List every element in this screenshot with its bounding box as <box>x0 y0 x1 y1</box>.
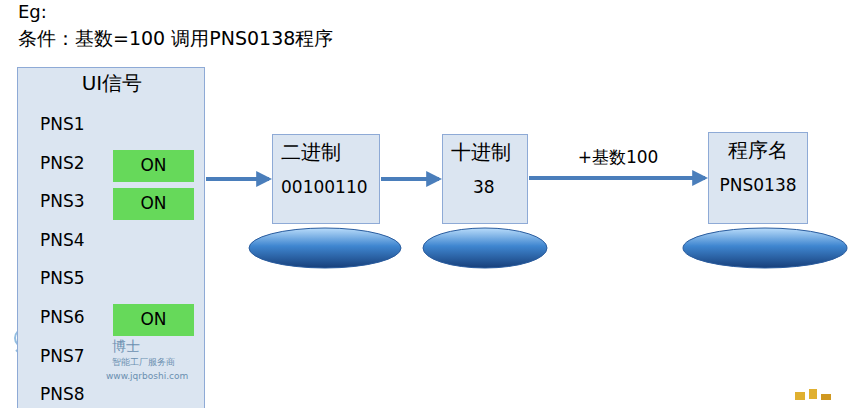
binary-box: 二进制 00100110 <box>272 134 380 224</box>
base-disc <box>683 228 847 268</box>
box-value: PNS0138 <box>719 176 796 196</box>
example-mark: Eg: <box>18 2 47 23</box>
edge-label: +基数100 <box>576 148 661 168</box>
signal-name: PNS7 <box>40 347 85 367</box>
signal-name: PNS6 <box>40 308 85 328</box>
indicator-text: ON <box>140 310 166 330</box>
robot-logo <box>795 389 831 400</box>
signal-name: PNS2 <box>40 154 85 174</box>
box-value: 00100110 <box>281 178 368 198</box>
box-heading: 二进制 <box>281 141 341 164</box>
signal-name: PNS4 <box>40 231 85 251</box>
on-indicator: ON <box>113 188 194 220</box>
indicator-text: ON <box>140 156 166 176</box>
on-indicator: ON <box>113 304 194 336</box>
base-disc <box>423 228 547 268</box>
condition-note: 条件：基数=100 调用PNS0138程序 <box>18 28 333 50</box>
flow-arrow <box>381 177 439 181</box>
decimal-box: 十进制 38 <box>442 134 528 224</box>
base-disc <box>249 228 401 268</box>
signal-panel: UI信号 PNS1PNS2PNS3PNS4PNS5PNS6PNS7PNS8 ON ON… <box>17 67 205 408</box>
signal-name: PNS5 <box>40 269 85 289</box>
box-value: 38 <box>473 178 495 198</box>
program-box: 程序名 PNS0138 <box>708 132 808 224</box>
indicator-text: ON <box>140 194 166 214</box>
signal-name: PNS8 <box>40 385 85 405</box>
flow-arrow <box>206 177 269 181</box>
signal-name: PNS1 <box>40 115 85 135</box>
signal-name: PNS3 <box>40 192 85 212</box>
box-heading: 十进制 <box>451 141 511 164</box>
box-heading: 程序名 <box>728 139 788 162</box>
on-indicator: ON <box>113 150 194 182</box>
panel-heading: UI信号 <box>18 72 206 95</box>
flow-arrow <box>529 176 705 180</box>
